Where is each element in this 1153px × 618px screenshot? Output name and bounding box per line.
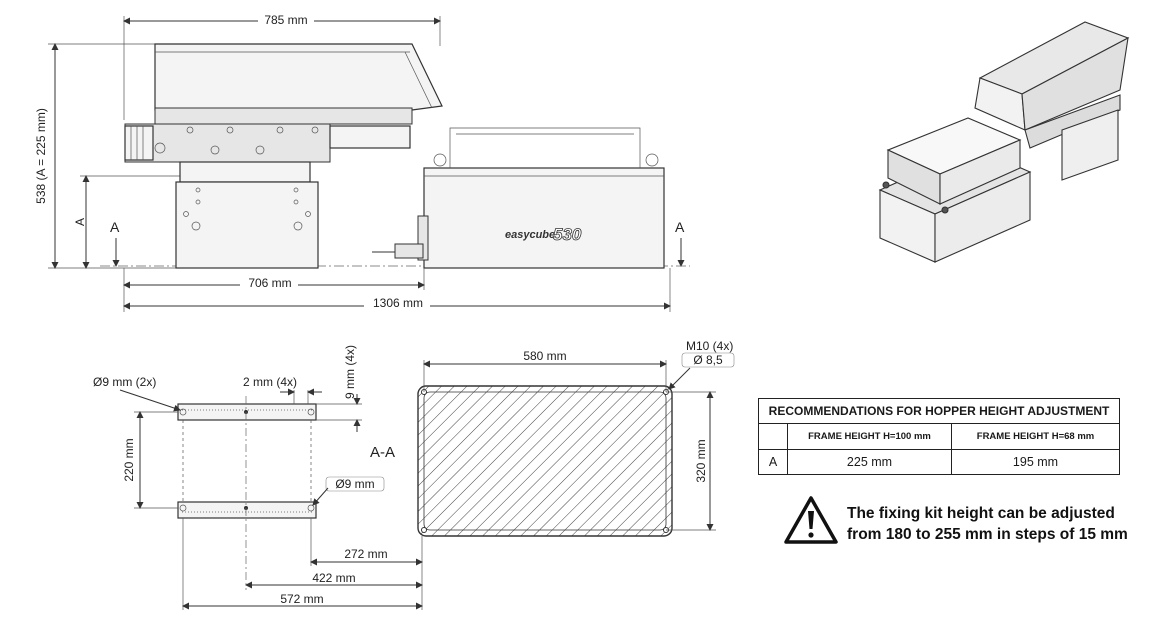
hole-dia-label: Ø9 mm — [335, 477, 374, 491]
section-marker-right: A — [675, 219, 685, 235]
dim-572-label: 572 mm — [280, 592, 323, 606]
hopper-height-table: RECOMMENDATIONS FOR HOPPER HEIGHT ADJUST… — [758, 398, 1120, 475]
warning-note: The fixing kit height can be adjusted fr… — [783, 495, 1133, 550]
overall-height-label: 538 (A = 225 mm) — [34, 108, 48, 204]
section-base: 580 mm 320 mm M10 (4x) Ø 8,5 — [417, 339, 735, 537]
hopper — [154, 43, 443, 111]
plate-spacing-label: 220 mm — [122, 438, 136, 481]
width-580-label: 580 mm — [523, 349, 566, 363]
warning-line-2: from 180 to 255 mm in steps of 15 mm — [847, 526, 1128, 543]
dim-272-label: 272 mm — [344, 547, 387, 561]
table-corner-cell — [758, 423, 788, 450]
bottom-plate — [177, 501, 317, 519]
section-plates: Ø9 mm (2x) 2 mm (4x) 9 mm (4x) 220 mm Ø9… — [93, 345, 423, 610]
height-a-label: A — [73, 218, 87, 226]
base-frame — [175, 181, 319, 269]
total-length-label: 1306 mm — [373, 296, 423, 310]
table-value-h100: 225 mm — [787, 449, 952, 475]
side-view: 785 mm 538 (A = 225 mm) A A A — [34, 13, 690, 312]
thread-dia-label: Ø 8,5 — [693, 353, 723, 367]
thread-label: M10 (4x) — [686, 339, 733, 353]
overall-width-label: 785 mm — [264, 13, 307, 27]
table-header-h68: FRAME HEIGHT H=68 mm — [951, 423, 1120, 450]
model-logo: 530 — [553, 225, 582, 244]
base-length-label: 706 mm — [248, 276, 291, 290]
brand-logo: easycube — [505, 229, 555, 241]
thickness-4x-label: 9 mm (4x) — [343, 345, 357, 399]
section-marker-left: A — [110, 219, 120, 235]
hatched-base — [417, 385, 673, 537]
isometric-view — [878, 21, 1130, 263]
warning-triangle-icon — [784, 496, 838, 544]
table-title: RECOMMENDATIONS FOR HOPPER HEIGHT ADJUST… — [758, 398, 1120, 424]
section-label: A-A — [370, 444, 395, 461]
height-320-label: 320 mm — [694, 439, 708, 482]
dim-422-label: 422 mm — [312, 571, 355, 585]
easycube-bin — [423, 167, 665, 269]
table-value-h68: 195 mm — [951, 449, 1120, 475]
warning-line-1: The fixing kit height can be adjusted — [847, 505, 1115, 522]
hole-dia-2x-label: Ø9 mm (2x) — [93, 375, 156, 389]
vibrator-unit — [124, 123, 331, 163]
column — [179, 161, 311, 183]
warning-text: The fixing kit height can be adjusted fr… — [847, 503, 1128, 545]
table-header-h100: FRAME HEIGHT H=100 mm — [787, 423, 952, 450]
table-row-label: A — [758, 449, 788, 475]
gap-4x-label: 2 mm (4x) — [243, 375, 297, 389]
